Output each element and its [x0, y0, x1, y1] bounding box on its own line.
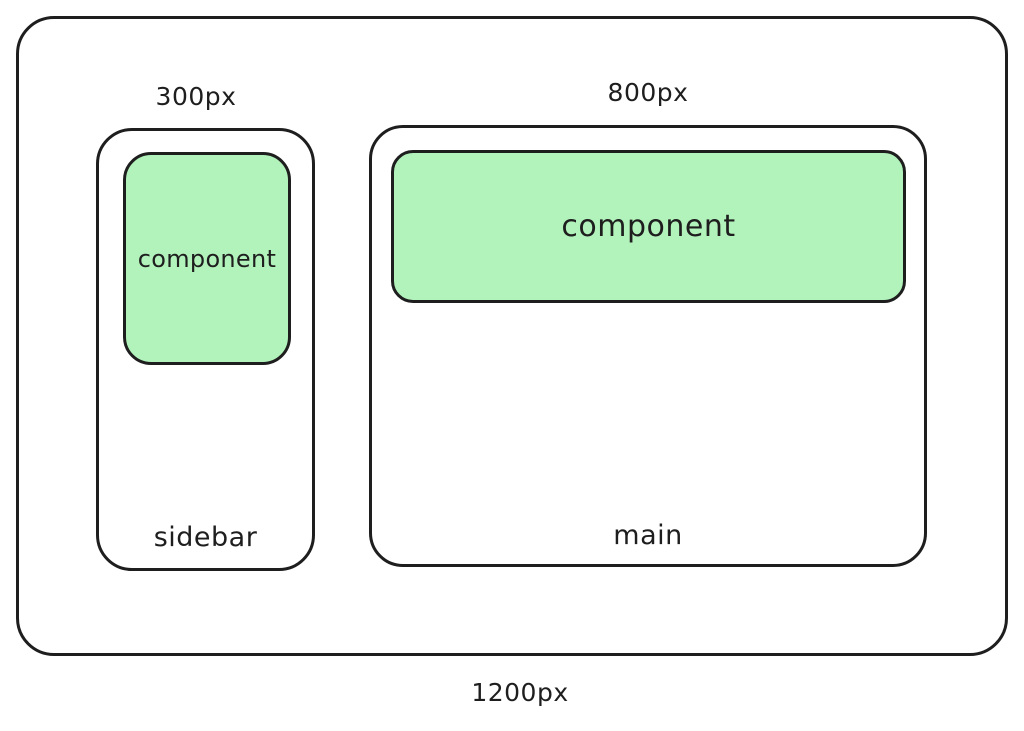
sidebar-label: sidebar	[153, 522, 258, 553]
main-component-label: component	[561, 209, 736, 244]
sidebar-width-label: 300px	[155, 82, 237, 111]
main-label: main	[613, 520, 683, 551]
sidebar-component-label: component	[137, 244, 277, 273]
main-width-label: 800px	[607, 78, 689, 107]
page-width-label: 1200px	[471, 678, 569, 707]
sidebar-component: component	[123, 152, 291, 365]
main-component: component	[391, 150, 906, 303]
